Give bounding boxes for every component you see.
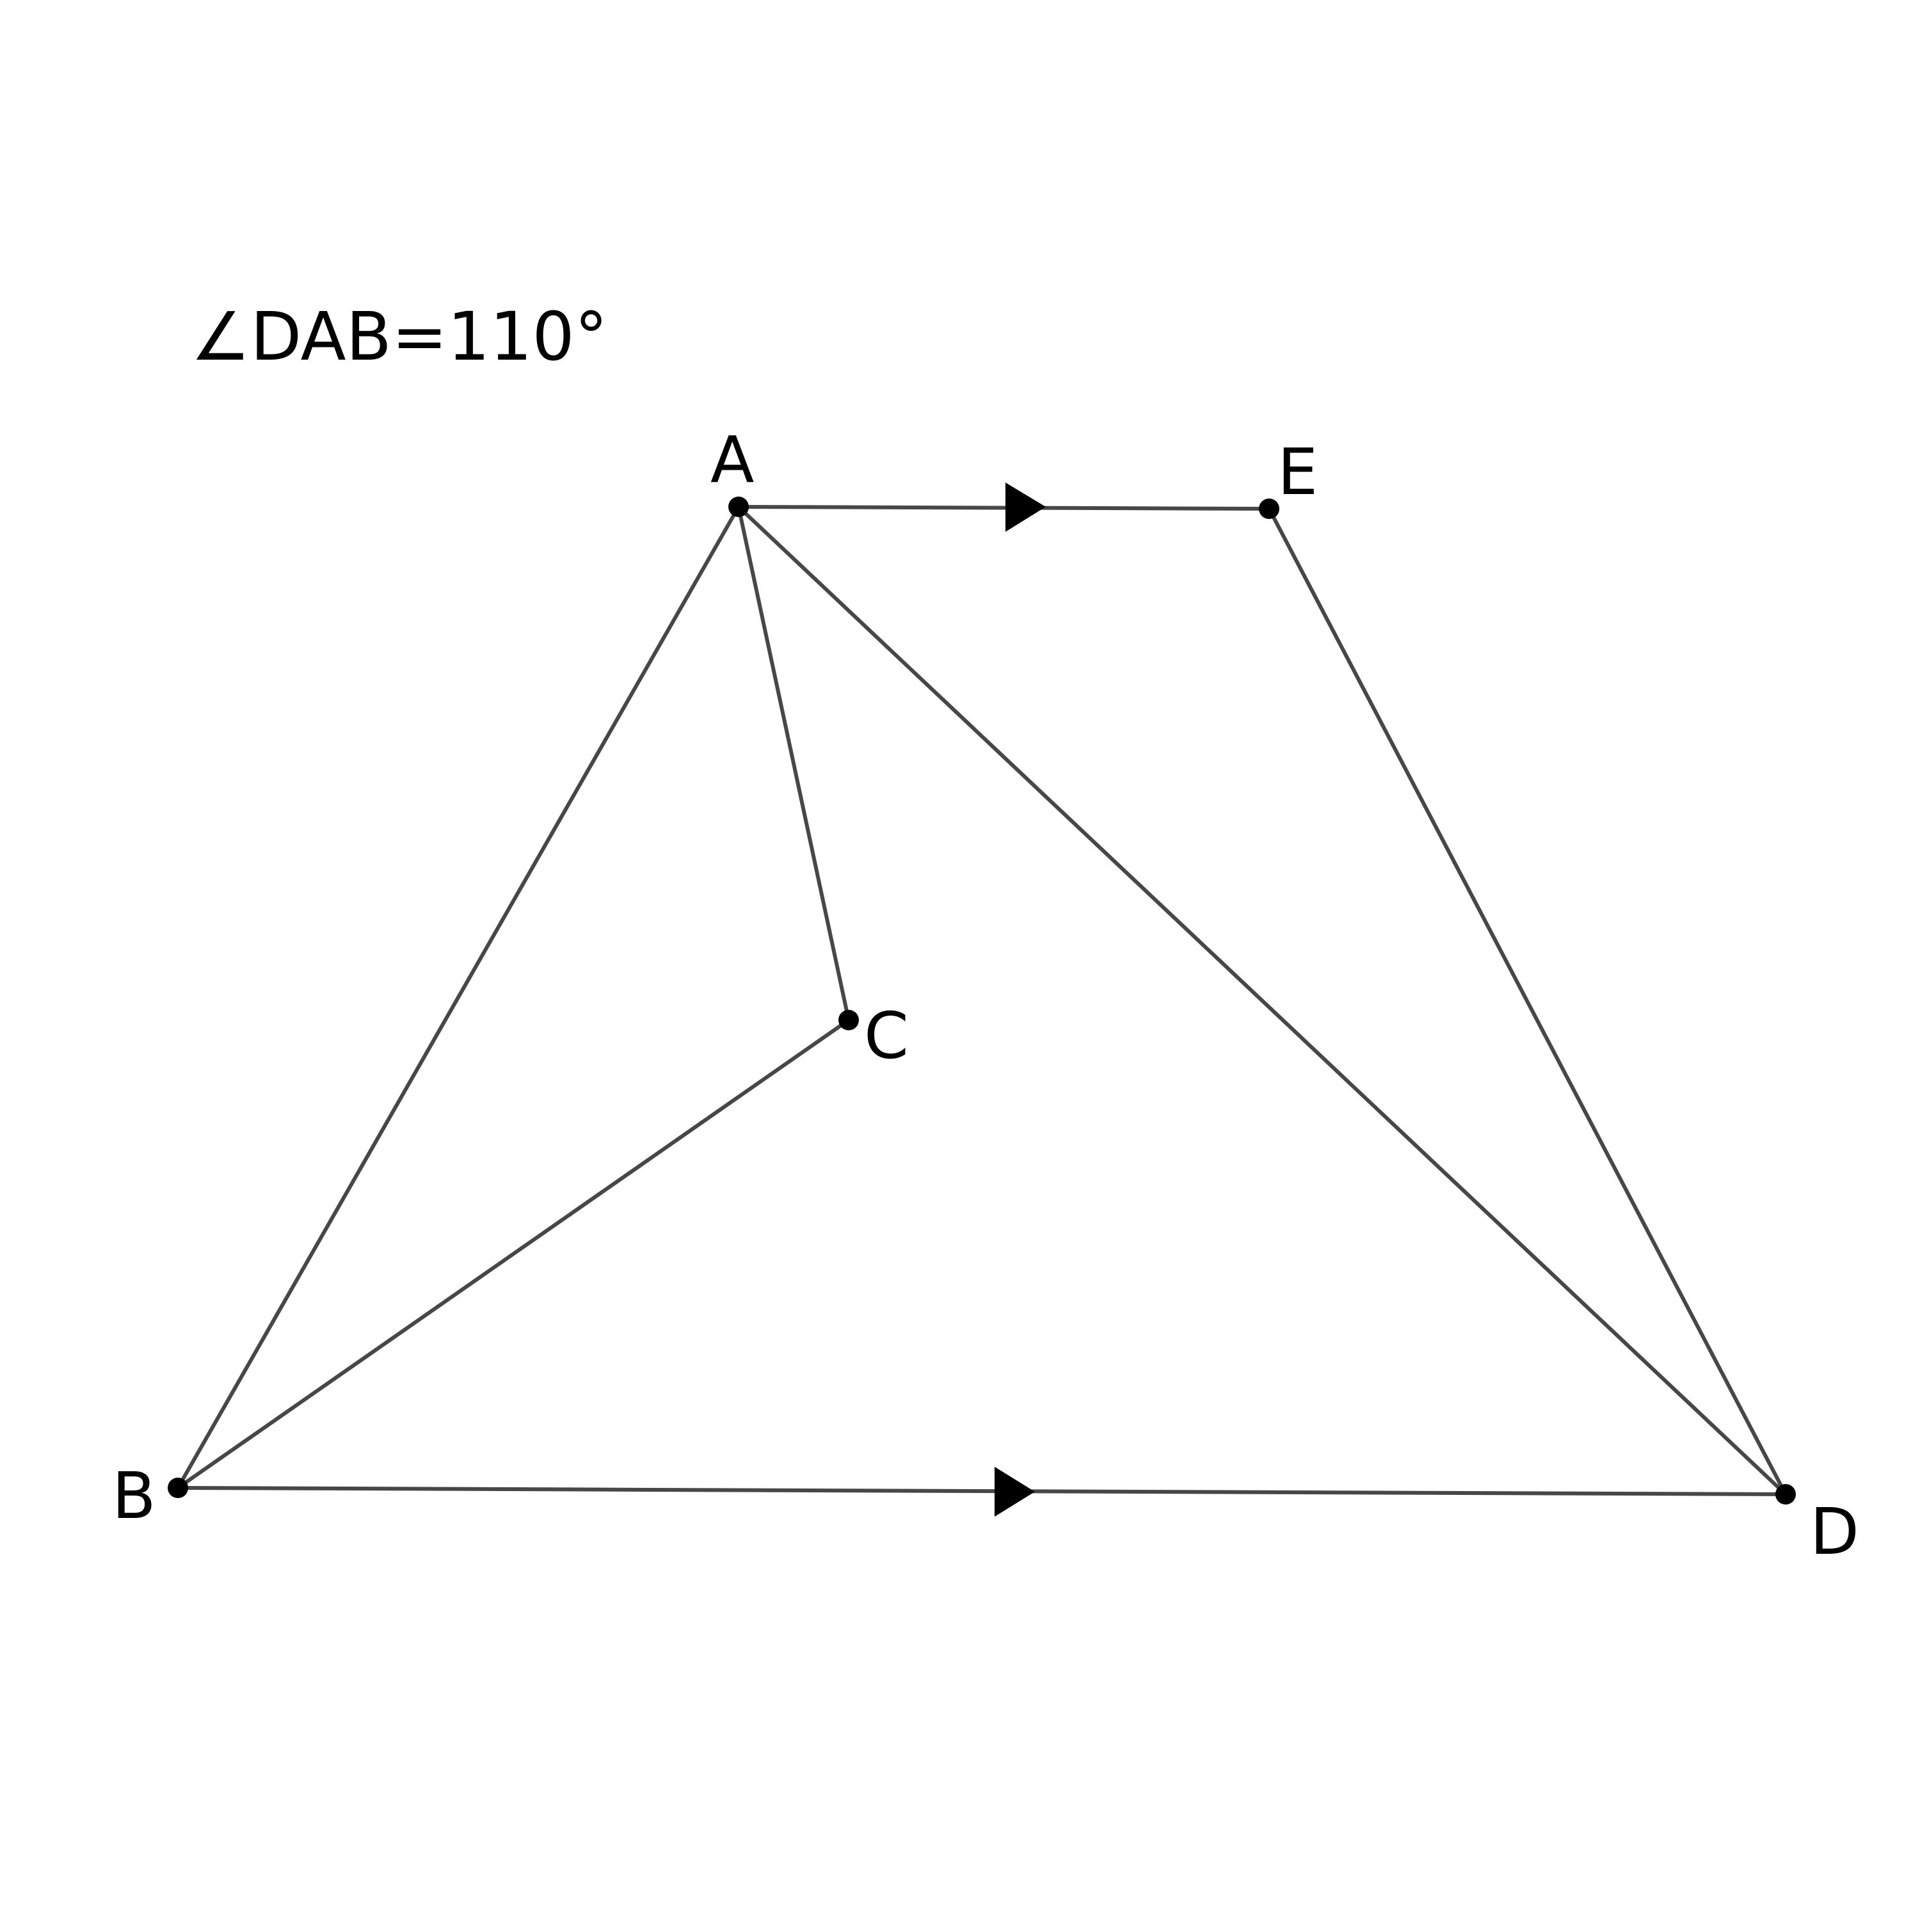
label-A: A <box>710 422 754 497</box>
segment-DE <box>1267 507 1788 1496</box>
angle-measure-label: ∠DAB=110° <box>191 298 608 376</box>
label-E: E <box>1277 435 1318 509</box>
point-E <box>1259 499 1279 519</box>
segment-AC <box>737 505 851 1022</box>
segment-BC <box>176 1018 851 1490</box>
point-C <box>838 1010 859 1030</box>
point-B <box>168 1478 188 1498</box>
point-A <box>728 497 749 517</box>
label-C: C <box>864 998 909 1073</box>
segment-BD <box>176 1486 1788 1496</box>
parallel-arrow-BD <box>995 1467 1035 1517</box>
point-D <box>1775 1484 1796 1505</box>
segment-AB <box>176 505 740 1490</box>
segment-AE <box>737 505 1271 511</box>
label-D: D <box>1810 1494 1859 1569</box>
segment-AD <box>737 505 1788 1496</box>
parallel-arrow-AE <box>1005 483 1046 532</box>
label-B: B <box>112 1458 156 1533</box>
